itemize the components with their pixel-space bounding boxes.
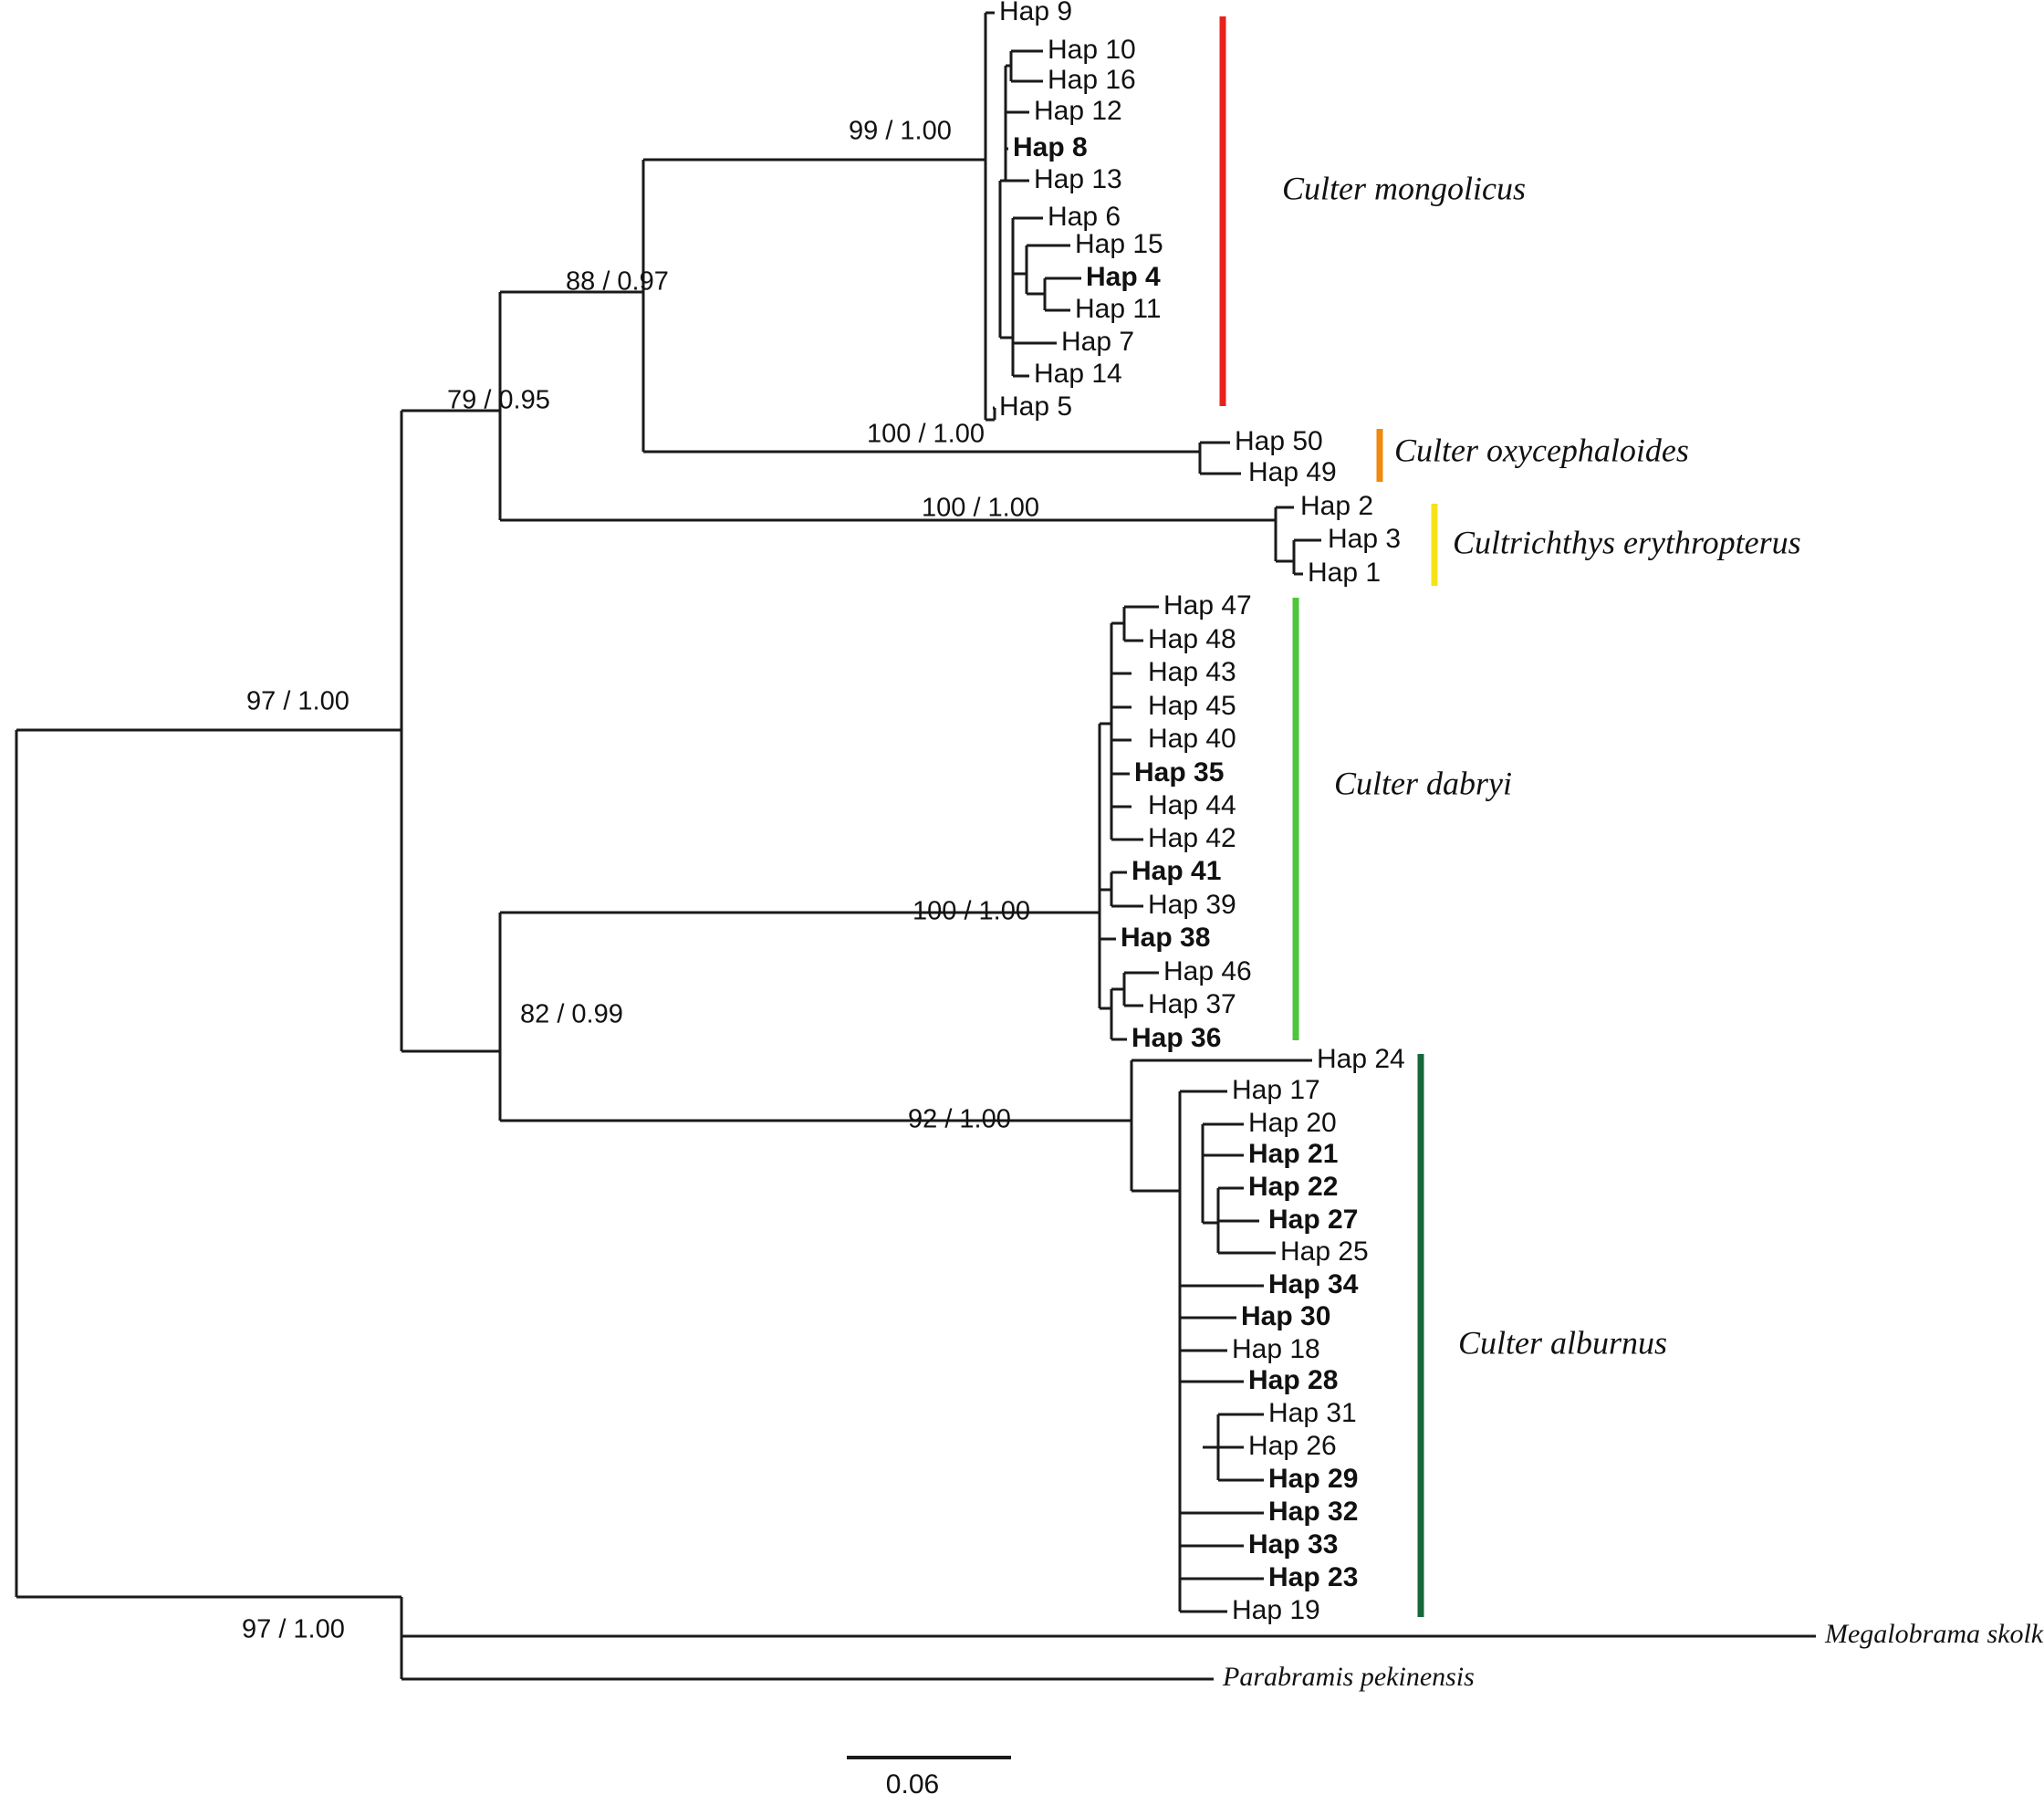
tip-label: Hap 23 (1268, 1562, 1358, 1592)
tip-label: Hap 19 (1232, 1595, 1320, 1625)
tip-label: Hap 32 (1268, 1497, 1358, 1527)
tip-label: Hap 4 (1086, 262, 1161, 292)
outgroup-label-layer: Megalobrama skolkoviiParabramis pekinens… (1222, 1619, 2044, 1692)
tip-label: Hap 5 (999, 391, 1072, 422)
tip-label: Hap 9 (999, 0, 1072, 26)
lbl-alburnus: Culter alburnus (1458, 1324, 1667, 1361)
tip-label: Hap 47 (1163, 590, 1252, 621)
support-value: 99 / 1.00 (849, 117, 952, 146)
tip-label: Hap 29 (1268, 1464, 1358, 1494)
tip-label: Hap 31 (1268, 1398, 1357, 1428)
tip-label: Hap 24 (1317, 1044, 1405, 1074)
tip-label: Hap 35 (1134, 757, 1224, 788)
support-value: 100 / 1.00 (867, 420, 985, 449)
tip-label: Hap 13 (1034, 164, 1122, 194)
tip-label: Hap 48 (1148, 624, 1236, 654)
tip-label: Hap 18 (1232, 1334, 1320, 1364)
tip-label: Hap 41 (1132, 856, 1221, 886)
lbl-dabryi: Culter dabryi (1334, 765, 1512, 801)
support-value: 92 / 1.00 (908, 1105, 1011, 1134)
tip-label: Hap 21 (1248, 1139, 1338, 1169)
tip-label: Hap 20 (1248, 1108, 1337, 1138)
lbl-oxycephaloides: Culter oxycephaloides (1394, 432, 1689, 468)
tip-label: Hap 7 (1061, 327, 1134, 357)
tip-label: Hap 11 (1075, 294, 1162, 324)
tip-label: Hap 26 (1248, 1431, 1337, 1461)
tip-label: Hap 30 (1241, 1301, 1330, 1331)
tip-label: Hap 25 (1280, 1236, 1369, 1267)
tip-label: Hap 15 (1075, 229, 1163, 259)
support-value: 79 / 0.95 (447, 386, 550, 415)
support-value: 88 / 0.97 (566, 267, 669, 297)
tip-label: Hap 17 (1232, 1075, 1320, 1105)
tip-label: Hap 6 (1048, 202, 1121, 232)
tip-label: Hap 39 (1148, 890, 1236, 920)
tip-label: Hap 42 (1148, 823, 1236, 853)
clade-color-bars (1219, 16, 1438, 1617)
support-value-layer: 99 / 1.00 88 / 0.97 79 / 0.95 100 / 1.00 100… (242, 117, 1039, 1644)
tip-label: Hap 50 (1235, 426, 1323, 456)
support-value: 97 / 1.00 (242, 1615, 345, 1644)
tip-label: Hap 34 (1268, 1269, 1359, 1299)
tip-label: Hap 36 (1132, 1023, 1221, 1053)
tip-label: Hap 27 (1268, 1205, 1358, 1235)
outgroup-label: Parabramis pekinensis (1222, 1662, 1475, 1692)
tip-label: Hap 44 (1148, 790, 1236, 820)
scale-bar-layer: 0.06 (847, 1756, 1011, 1800)
tip-label: Hap 33 (1248, 1529, 1338, 1560)
tip-label: Hap 37 (1148, 989, 1236, 1019)
tip-label: Hap 8 (1013, 132, 1088, 162)
tip-label: Hap 22 (1248, 1172, 1338, 1202)
outgroup-label: Megalobrama skolkovii (1824, 1619, 2044, 1649)
support-value: 82 / 0.99 (520, 1000, 623, 1029)
lbl-mongolicus: Culter mongolicus (1282, 170, 1526, 206)
support-value: 100 / 1.00 (912, 897, 1030, 926)
support-value: 97 / 1.00 (246, 687, 349, 716)
tip-label: Hap 28 (1248, 1365, 1338, 1395)
lbl-erythropterus: Cultrichthys erythropterus (1453, 524, 1801, 560)
tip-label: Hap 40 (1148, 724, 1236, 754)
scale-bar-label: 0.06 (886, 1769, 939, 1800)
tip-label: Hap 16 (1048, 65, 1136, 95)
tip-label: Hap 2 (1300, 491, 1373, 521)
tip-label: Hap 45 (1148, 691, 1236, 721)
branch-layer (15, 11, 1816, 1681)
tip-label: Hap 43 (1148, 657, 1236, 687)
tip-label: Hap 12 (1034, 96, 1122, 126)
tip-label: Hap 46 (1163, 956, 1252, 986)
tip-label: Hap 38 (1121, 923, 1210, 953)
tip-label: Hap 1 (1308, 558, 1381, 588)
tip-label: Hap 14 (1034, 359, 1122, 389)
support-value: 100 / 1.00 (922, 494, 1039, 523)
tip-label: Hap 3 (1328, 524, 1401, 554)
tip-label: Hap 49 (1248, 457, 1337, 487)
tip-label: Hap 10 (1048, 35, 1136, 65)
